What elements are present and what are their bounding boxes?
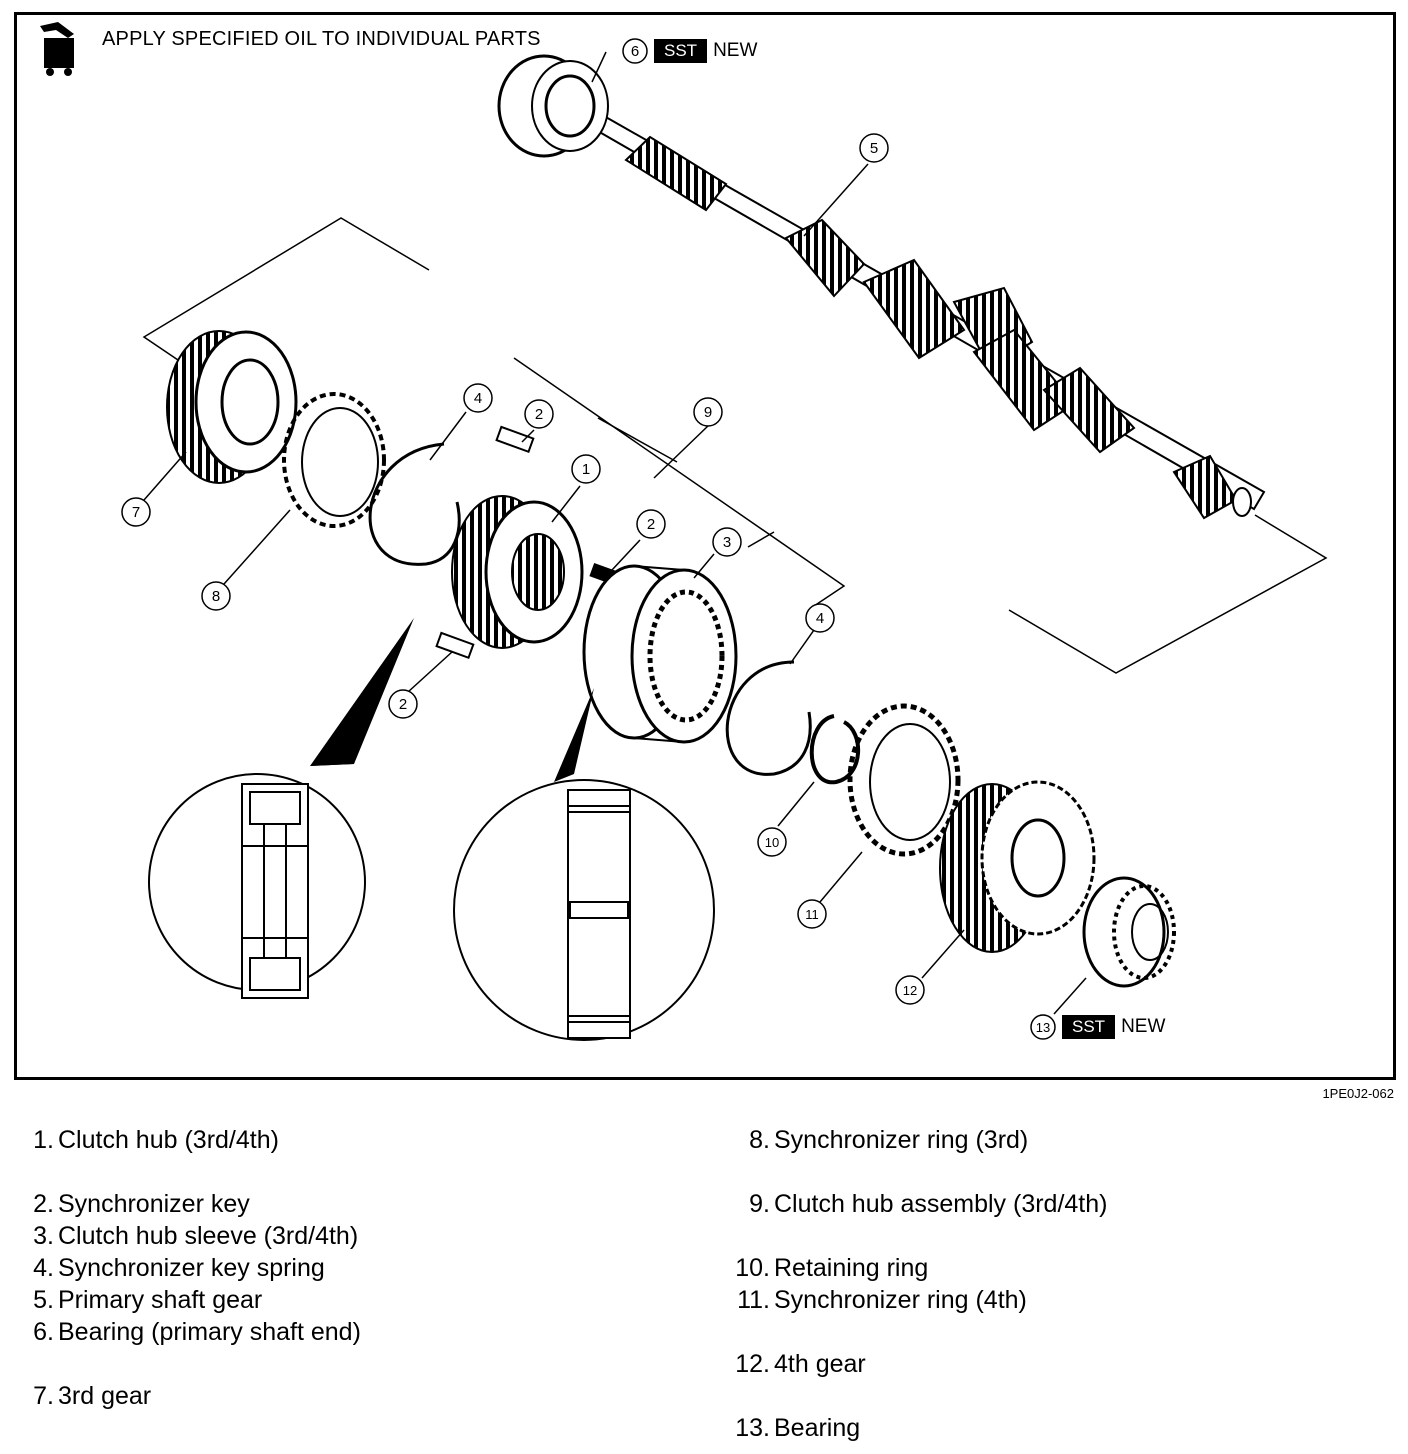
svg-text:10: 10 [765, 835, 779, 850]
callout-10: 10 [757, 827, 787, 857]
legend-item: 1.Clutch hub (3rd/4th) [33, 1126, 279, 1154]
legend-item: 10.Retaining ring [735, 1254, 929, 1282]
callout-leaders [143, 51, 1087, 1015]
callout-2-upper: 2 [524, 399, 554, 429]
svg-text:8: 8 [212, 588, 220, 605]
svg-text:2: 2 [535, 406, 543, 423]
legend-item: 6.Bearing (primary shaft end) [33, 1318, 361, 1346]
legend-item: 12.4th gear [735, 1350, 866, 1378]
callout-7: 7 [121, 497, 151, 527]
callout-2-middle: 2 [636, 509, 666, 539]
svg-text:12: 12 [903, 983, 917, 998]
legend-item: 9.Clutch hub assembly (3rd/4th) [749, 1190, 1108, 1218]
svg-text:2: 2 [399, 696, 407, 713]
legend-item: 3.Clutch hub sleeve (3rd/4th) [33, 1222, 359, 1250]
tag-part-6: 6 SST NEW [622, 38, 757, 64]
svg-text:13: 13 [1036, 1020, 1050, 1035]
clutch-hub [451, 495, 584, 649]
oil-can-icon [38, 20, 82, 81]
sst-badge: SST [1062, 1015, 1116, 1039]
callout-5: 5 [859, 133, 889, 163]
bearing-primary-shaft [1082, 876, 1176, 988]
callout-6: 6 [622, 38, 648, 64]
primary-shaft-gear [594, 114, 1266, 520]
svg-text:4: 4 [474, 390, 482, 407]
svg-text:3: 3 [723, 534, 731, 551]
legend-item: 5.Primary shaft gear [33, 1286, 263, 1314]
retaining-ring [809, 714, 860, 785]
synchronizer-key-spring-lower [725, 660, 812, 776]
legend-item: 11.Synchronizer ring (4th) [737, 1286, 1027, 1314]
detail-view-hub-sleeve [453, 688, 715, 1041]
svg-text:11: 11 [805, 907, 819, 922]
fourth-gear [939, 780, 1096, 953]
synchronizer-ring-fourth [847, 703, 961, 857]
callout-2-lower: 2 [388, 689, 418, 719]
svg-text:7: 7 [132, 504, 140, 521]
clutch-hub-sleeve [582, 564, 738, 744]
legend-column-right: 8.Synchronizer ring (3rd) 9.Clutch hub a… [700, 1124, 1107, 1444]
legend-item: 4.Synchronizer key spring [33, 1254, 325, 1282]
callout-13: 13 [1030, 1014, 1056, 1040]
svg-text:2: 2 [647, 516, 655, 533]
svg-text:9: 9 [704, 404, 712, 421]
sst-badge: SST [654, 39, 708, 63]
callout-12: 12 [895, 975, 925, 1005]
svg-text:4: 4 [816, 610, 824, 627]
svg-text:6: 6 [631, 43, 639, 60]
callout-9: 9 [693, 397, 723, 427]
diagram-frame [14, 12, 1396, 1080]
synchronizer-key-upper [495, 425, 535, 454]
legend-column-left: 1.Clutch hub (3rd/4th) 2.Synchronizer ke… [0, 1124, 361, 1412]
callout-1: 1 [571, 454, 601, 484]
figure-code: 1PE0J2-062 [1322, 1086, 1394, 1101]
bearing-primary-shaft-end [497, 54, 609, 158]
legend-item: 7.3rd gear [33, 1382, 152, 1410]
exploded-view-drawing: 1 2 2 2 3 4 4 5 7 8 9 10 11 12 [121, 51, 1328, 1041]
synchronizer-key-lower [435, 631, 475, 660]
third-gear [166, 330, 298, 484]
svg-text:5: 5 [870, 140, 878, 157]
synchronizer-ring-third [282, 392, 386, 528]
callout-4-lower: 4 [805, 603, 835, 633]
assembly-bracket-lines [142, 217, 1328, 674]
oil-instruction-note: APPLY SPECIFIED OIL TO INDIVIDUAL PARTS [102, 28, 541, 50]
new-label: NEW [713, 40, 758, 61]
new-label: NEW [1121, 1016, 1166, 1037]
tag-part-13: 13 SST NEW [1030, 1014, 1165, 1040]
callout-4-upper: 4 [463, 383, 493, 413]
callout-3: 3 [712, 527, 742, 557]
legend-item: 2.Synchronizer key [33, 1190, 250, 1218]
legend-item: 13.Bearing [735, 1414, 861, 1442]
callout-8: 8 [201, 581, 231, 611]
svg-text:1: 1 [582, 461, 590, 478]
detail-view-synchronizer-key [148, 618, 414, 999]
callout-11: 11 [797, 899, 827, 929]
legend-item: 8.Synchronizer ring (3rd) [749, 1126, 1029, 1154]
